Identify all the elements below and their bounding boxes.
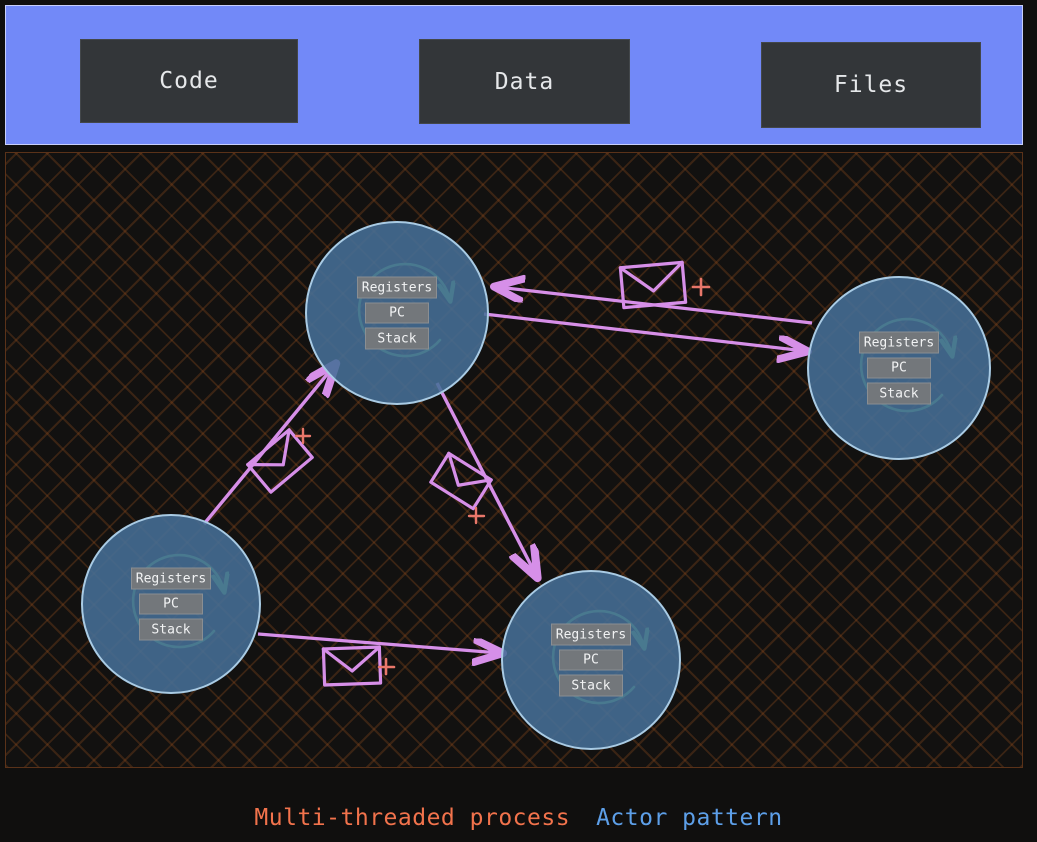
process-resources-bar: Code Data Files [5,5,1023,145]
resource-box-files-label: Files [833,72,909,98]
thread-node-right[interactable]: Registers PC Stack [807,276,991,460]
thread-stack-cell: Stack [867,382,931,405]
thread-state-stack: Registers PC Stack [859,331,939,405]
thread-registers-cell: Registers [859,331,939,354]
thread-pc-cell: PC [139,593,203,615]
resource-box-code-label: Code [159,68,219,94]
resource-box-data-label: Data [494,68,555,95]
resource-box-code[interactable]: Code [80,39,298,123]
thread-pc-cell: PC [867,357,931,379]
legend-label-multithreaded-process: Multi-threaded process [254,804,571,831]
thread-stack-cell: Stack [139,618,203,641]
thread-state-stack: Registers PC Stack [551,623,631,697]
thread-node-top-left[interactable]: Registers PC Stack [305,221,489,405]
thread-stack-cell: Stack [559,674,623,697]
thread-state-stack: Registers PC Stack [357,276,437,350]
thread-registers-cell: Registers [357,276,437,299]
thread-pc-cell: PC [365,302,429,324]
resource-box-files[interactable]: Files [761,42,981,128]
thread-stack-cell: Stack [365,327,429,350]
legend: Multi-threaded process Actor pattern [0,795,1037,840]
legend-label-actor-pattern: Actor pattern [596,804,783,831]
thread-registers-cell: Registers [131,567,211,590]
resource-box-data[interactable]: Data [419,39,630,124]
thread-node-bottom-left[interactable]: Registers PC Stack [81,514,261,694]
thread-registers-cell: Registers [551,623,631,646]
thread-state-stack: Registers PC Stack [131,567,211,641]
thread-node-bottom-center[interactable]: Registers PC Stack [501,570,681,750]
thread-pc-cell: PC [559,649,623,671]
